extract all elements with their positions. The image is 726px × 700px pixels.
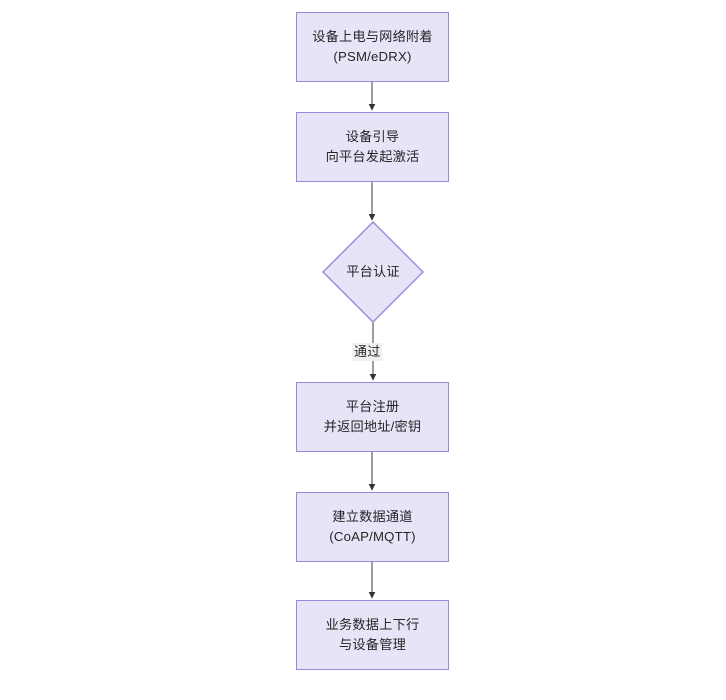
node-label-line2: 与设备管理 — [339, 637, 406, 652]
node-label-line2: 向平台发起激活 — [325, 149, 420, 164]
node-platform-auth[interactable]: 平台认证 — [323, 222, 423, 322]
node-label-line2: (CoAP/MQTT) — [329, 529, 416, 544]
node-establish-data-channel[interactable]: 建立数据通道 (CoAP/MQTT) — [296, 492, 449, 562]
node-device-power-on[interactable]: 设备上电与网络附着 (PSM/eDRX) — [296, 12, 449, 82]
node-label-line2: 并返回地址/密钥 — [323, 419, 422, 434]
node-device-bootstrap[interactable]: 设备引导 向平台发起激活 — [296, 112, 449, 182]
node-label-line1: 平台注册 — [345, 399, 400, 414]
node-platform-register[interactable]: 平台注册 并返回地址/密钥 — [296, 382, 449, 452]
edge-label-pass: 通过 — [352, 343, 383, 361]
node-label-line1: 设备上电与网络附着 — [312, 29, 433, 44]
node-label-line1: 设备引导 — [345, 129, 400, 144]
node-label-line1: 建立数据通道 — [332, 509, 413, 524]
node-label-line1: 平台认证 — [346, 264, 400, 279]
node-label-line2: (PSM/eDRX) — [333, 49, 412, 64]
node-business-data-and-device-mgmt[interactable]: 业务数据上下行 与设备管理 — [296, 600, 449, 670]
node-label-line1: 业务数据上下行 — [325, 617, 420, 632]
